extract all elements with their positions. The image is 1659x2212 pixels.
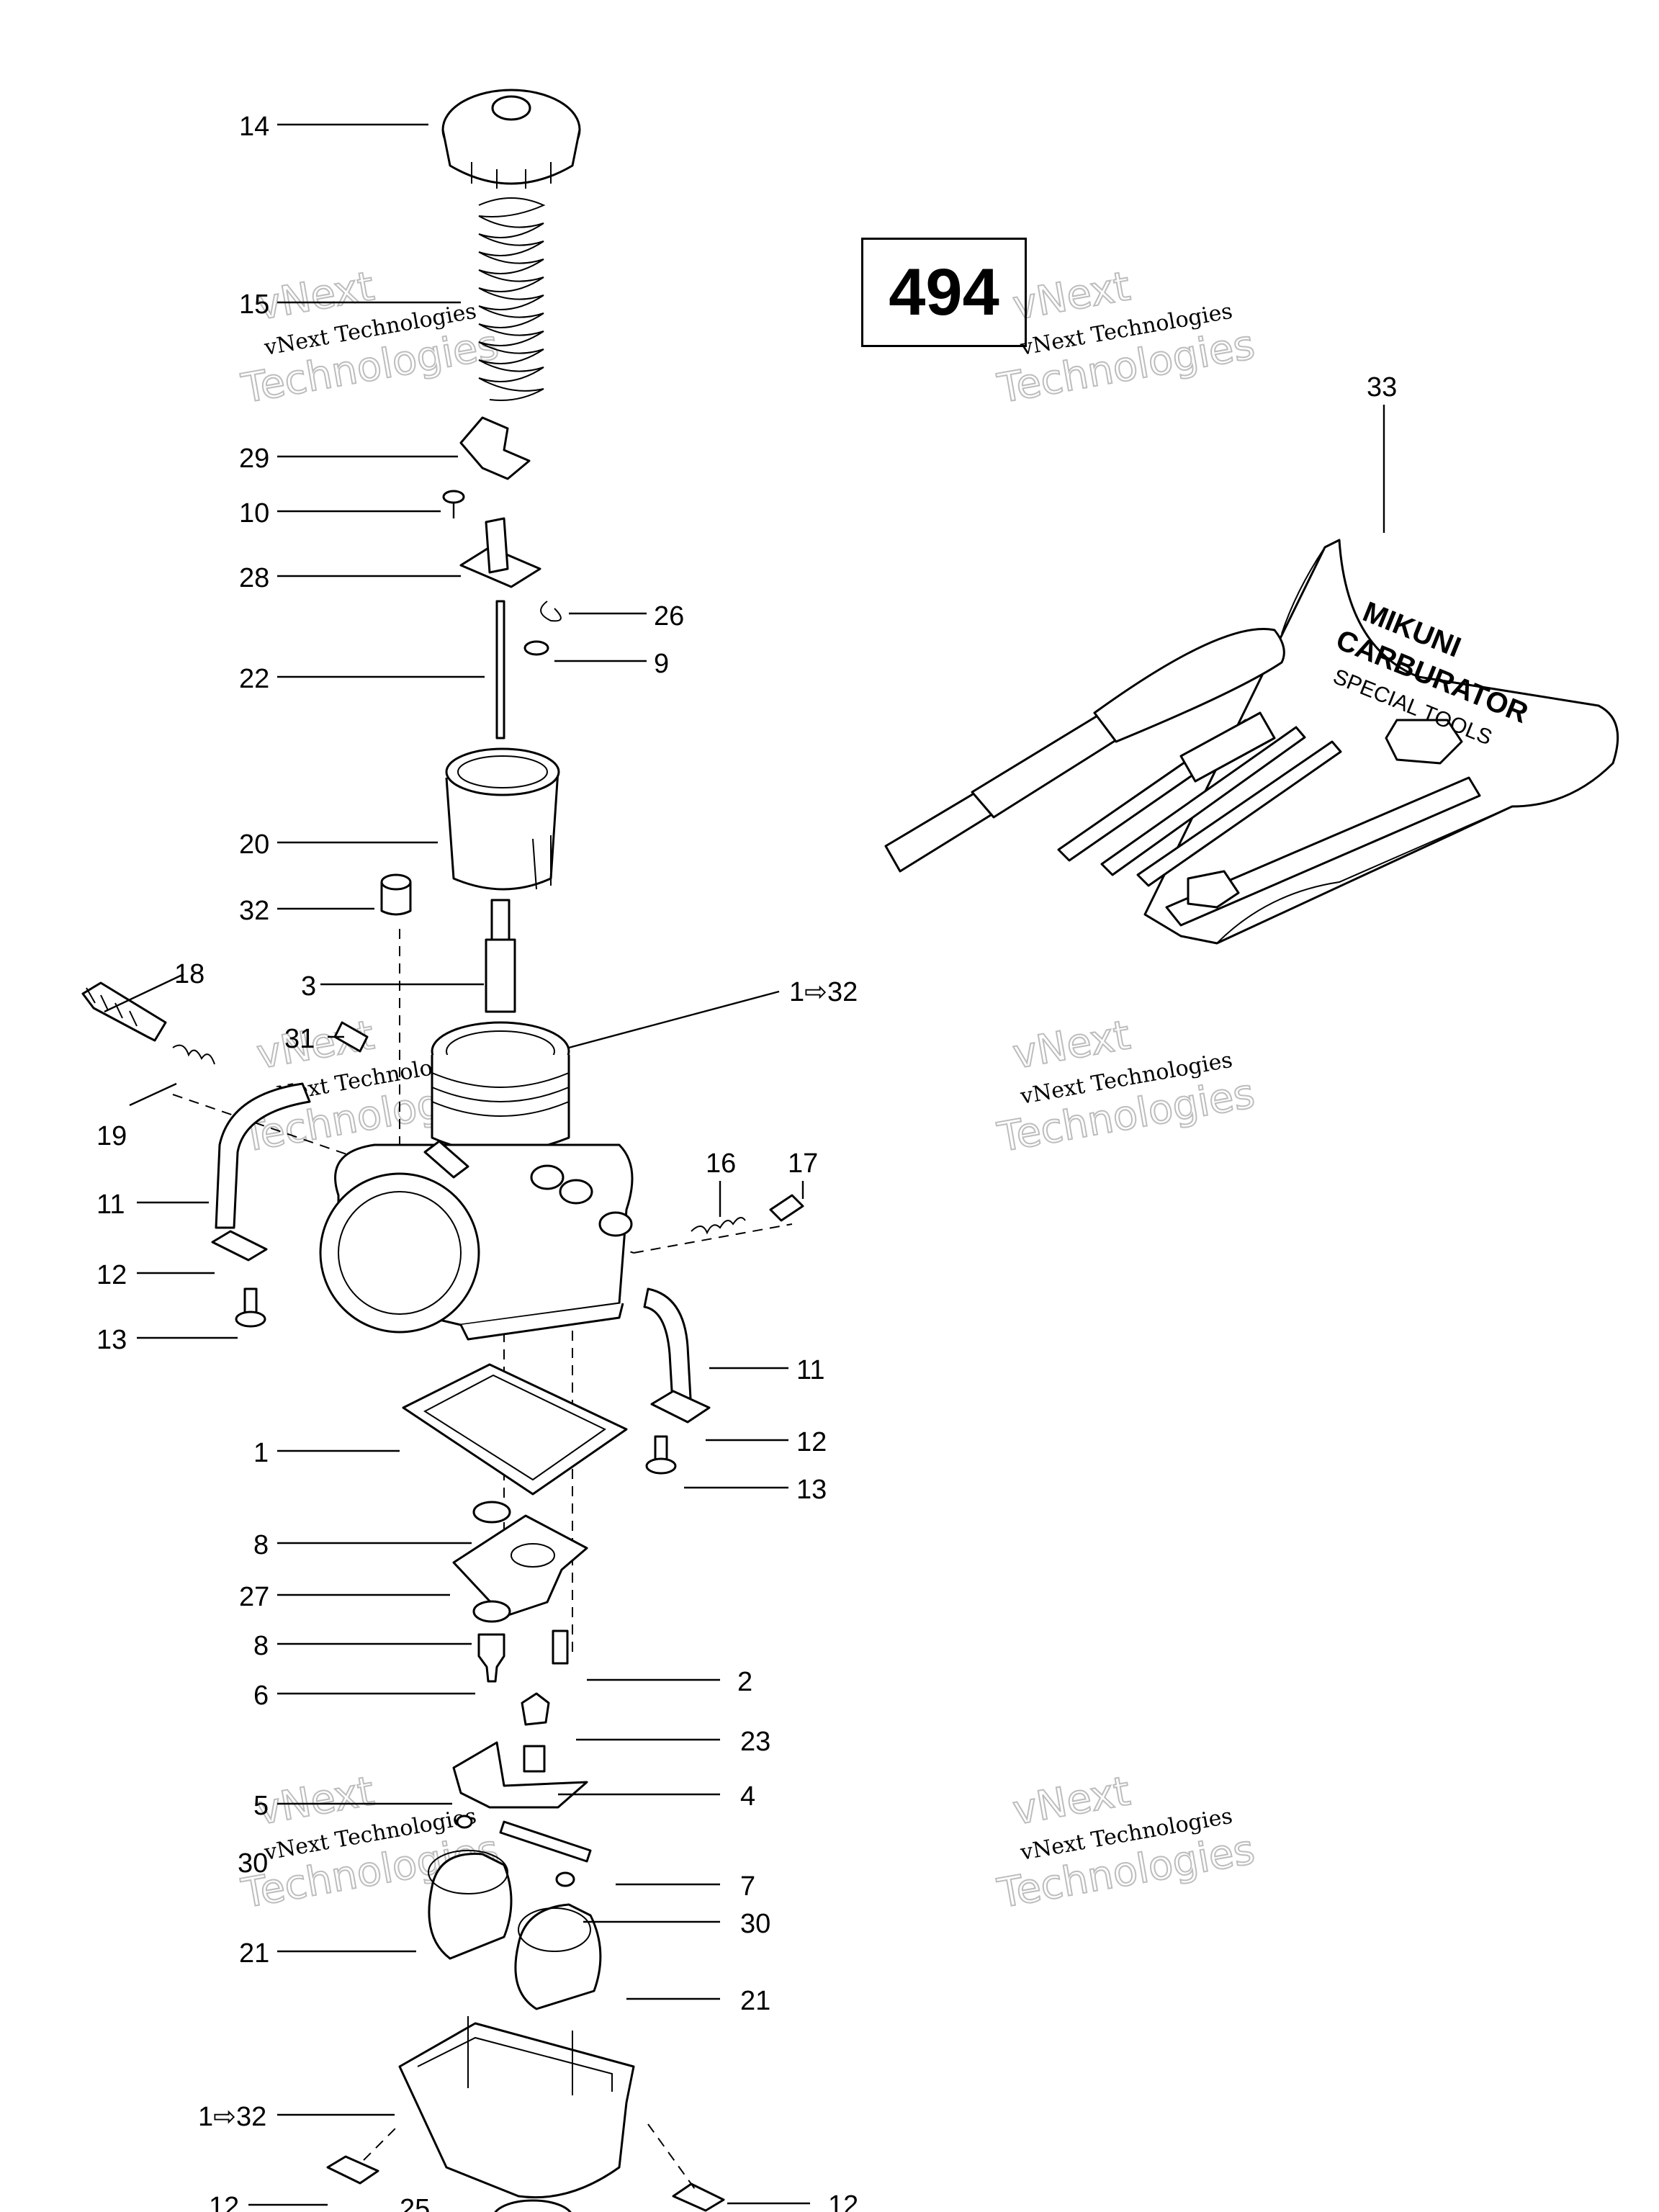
callout-9: 9 — [654, 649, 669, 679]
diagram-reference-number: 494 — [861, 238, 1027, 347]
part-clamp-bottom-right — [672, 2182, 725, 2212]
callout-15: 15 — [239, 289, 269, 320]
part-float-gasket — [402, 1363, 628, 1496]
callout-1-32-lower: 1⇨32 — [198, 2102, 266, 2132]
callout-32: 32 — [239, 896, 269, 926]
part-needle-valve — [477, 1633, 505, 1683]
leader-lines — [104, 123, 1385, 2206]
part-pilot-jet — [552, 1629, 569, 1665]
part-needle-jet — [521, 1692, 550, 1726]
part-clamp-bottom-left — [326, 2155, 379, 2185]
part-air-spring — [691, 1217, 746, 1235]
part-main-jet — [523, 1745, 546, 1773]
part-clamp-left — [211, 1230, 268, 1262]
watermark-mid-right: vNext vNext Technologies Technologies — [994, 1011, 1259, 1162]
callout-5: 5 — [253, 1791, 269, 1821]
callout-11-right: 11 — [796, 1355, 824, 1385]
callout-1-32-upper: 1⇨32 — [789, 977, 858, 1007]
part-float-bowl — [398, 2016, 635, 2199]
callout-33: 33 — [1367, 372, 1397, 403]
part-idle-screw — [81, 981, 167, 1042]
bowl-dashed-links — [363, 2123, 696, 2190]
callout-labels: 14 15 29 10 28 26 9 22 20 32 3 1⇨32 18 3… — [96, 112, 1397, 2212]
callout-12-bottom-right: 12 — [828, 2190, 858, 2212]
part-bowl-o-ring — [494, 2199, 572, 2212]
part-idle-spring — [172, 1044, 215, 1065]
callout-22: 22 — [239, 664, 269, 694]
callout-25: 25 — [400, 2194, 430, 2212]
callout-19: 19 — [96, 1121, 127, 1151]
callout-6: 6 — [253, 1681, 269, 1711]
part-float-arm — [452, 1741, 588, 1809]
part-top-cap — [441, 89, 581, 189]
callout-13-right: 13 — [796, 1475, 827, 1505]
callout-28: 28 — [239, 563, 269, 593]
callout-14: 14 — [239, 112, 269, 142]
callout-12-bottom-left: 12 — [209, 2192, 239, 2212]
part-needle-holder — [459, 517, 541, 588]
part-screw-right — [645, 1435, 677, 1475]
callout-21-right: 21 — [740, 1986, 770, 2016]
part-small-screw — [442, 490, 465, 518]
part-e-clip — [540, 601, 562, 622]
part-pilot-screw — [333, 1021, 369, 1053]
callout-7: 7 — [740, 1871, 755, 1902]
part-float-pin — [456, 1815, 592, 1887]
part-clamp-right — [650, 1390, 711, 1424]
part-air-screw — [769, 1194, 804, 1222]
part-float-left — [428, 1850, 513, 1960]
callout-1: 1 — [253, 1438, 269, 1468]
part-throttle-valve — [445, 747, 560, 891]
part-throttle-spring — [478, 197, 546, 401]
part-starter-plunger — [485, 899, 516, 1013]
callout-18: 18 — [174, 959, 204, 989]
part-plate — [459, 416, 531, 480]
watermark-upper-left: vNext vNext Technologies Technologies — [238, 262, 503, 413]
callout-29: 29 — [239, 444, 269, 474]
callout-20: 20 — [239, 830, 269, 860]
part-o-ring-8-lower — [472, 1600, 511, 1623]
callout-30-right: 30 — [740, 1909, 770, 1939]
callout-4: 4 — [740, 1781, 755, 1812]
callout-3: 3 — [301, 971, 316, 1002]
watermark-lower-right: vNext vNext Technologies Technologies — [994, 1767, 1259, 1918]
callout-12-left: 12 — [96, 1260, 127, 1290]
part-baffle-plate — [452, 1514, 588, 1618]
part-rubber-cap — [380, 873, 412, 916]
part-vent-hose-left — [215, 1082, 311, 1229]
callout-23: 23 — [740, 1727, 770, 1757]
watermark-upper-right: vNext vNext Technologies Technologies — [994, 262, 1259, 413]
callout-12-right: 12 — [796, 1427, 827, 1457]
callout-21-left: 21 — [239, 1938, 269, 1969]
callout-10: 10 — [239, 498, 269, 529]
callout-11-left: 11 — [96, 1190, 125, 1220]
callout-8-upper: 8 — [253, 1530, 269, 1560]
part-screw-left — [235, 1287, 266, 1328]
callout-27: 27 — [239, 1582, 269, 1612]
callout-30-left: 30 — [238, 1848, 268, 1879]
part-o-ring-9 — [523, 640, 549, 656]
part-carburetor-body — [319, 1021, 634, 1341]
part-jet-needle — [495, 600, 505, 739]
part-special-tool-kit: MIKUNI CARBURATOR SPECIAL TOOLS — [884, 539, 1619, 945]
callout-16: 16 — [706, 1148, 736, 1179]
callout-17: 17 — [788, 1148, 818, 1179]
part-o-ring-8-upper — [472, 1501, 511, 1524]
callout-2: 2 — [737, 1667, 752, 1697]
callout-31: 31 — [284, 1024, 315, 1054]
part-float-right — [514, 1903, 602, 2010]
callout-26: 26 — [654, 601, 684, 631]
callout-8-lower: 8 — [253, 1631, 269, 1661]
callout-13-left: 13 — [96, 1325, 127, 1355]
